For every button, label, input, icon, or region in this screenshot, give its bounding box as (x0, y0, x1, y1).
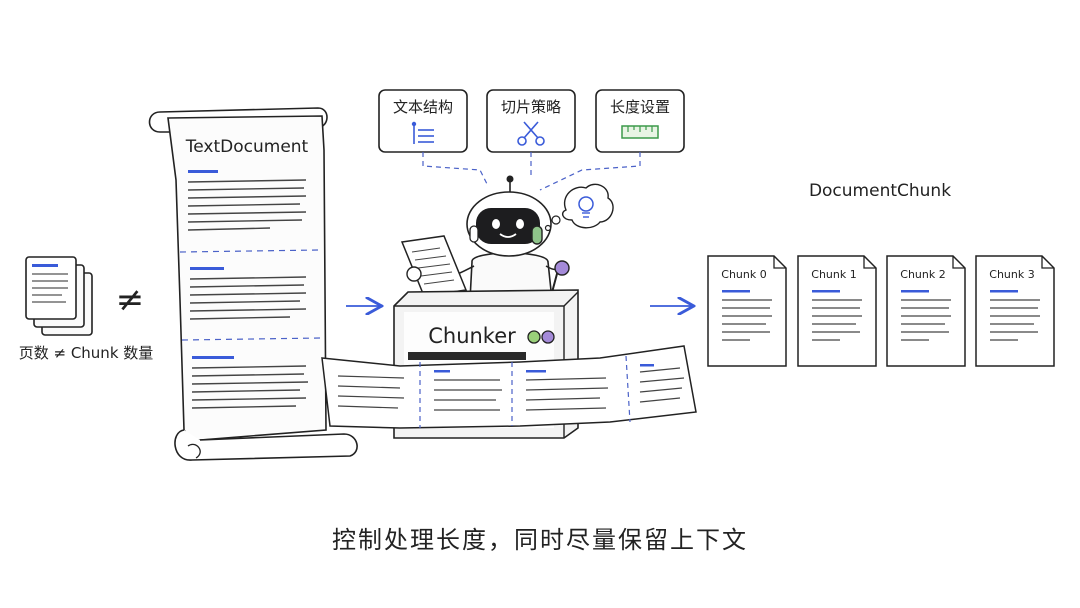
pages-not-equal-chunks-caption: 页数 ≠ Chunk 数量 (19, 344, 154, 362)
page-stack-icon (25, 256, 93, 336)
not-equal-symbol: ≠ (116, 280, 145, 320)
chunk-card-1 (797, 255, 877, 367)
scissors-icon (517, 121, 545, 146)
option-label-text-structure: 文本结构 (393, 98, 453, 116)
chunk-label-3: Chunk 3 (989, 268, 1034, 281)
robot (400, 175, 570, 301)
chunk-card-0 (707, 255, 787, 367)
option-label-slicing-strategy: 切片策略 (501, 98, 561, 116)
chunked-paper-strip (321, 345, 697, 429)
option-box-length-setting (595, 89, 685, 153)
list-structure-icon (411, 121, 434, 144)
chunk-label-2: Chunk 2 (900, 268, 945, 281)
option-box-text-structure (378, 89, 468, 153)
chunk-label-0: Chunk 0 (721, 268, 766, 281)
option-label-length-setting: 长度设置 (610, 98, 670, 116)
chunk-card-2 (886, 255, 966, 367)
lightbulb-icon (578, 196, 594, 218)
chunk-label-1: Chunk 1 (811, 268, 856, 281)
ruler-icon (621, 125, 659, 139)
text-document-scroll (148, 107, 358, 461)
chunk-card-3 (975, 255, 1055, 367)
chunker-label: Chunker (428, 324, 516, 348)
text-document-title: TextDocument (185, 137, 309, 157)
bottom-caption: 控制处理长度，同时尽量保留上下文 (332, 526, 748, 554)
option-connectors (422, 152, 641, 191)
thought-bubble (544, 183, 614, 232)
document-chunk-title: DocumentChunk (809, 181, 951, 201)
held-paper (400, 235, 468, 297)
